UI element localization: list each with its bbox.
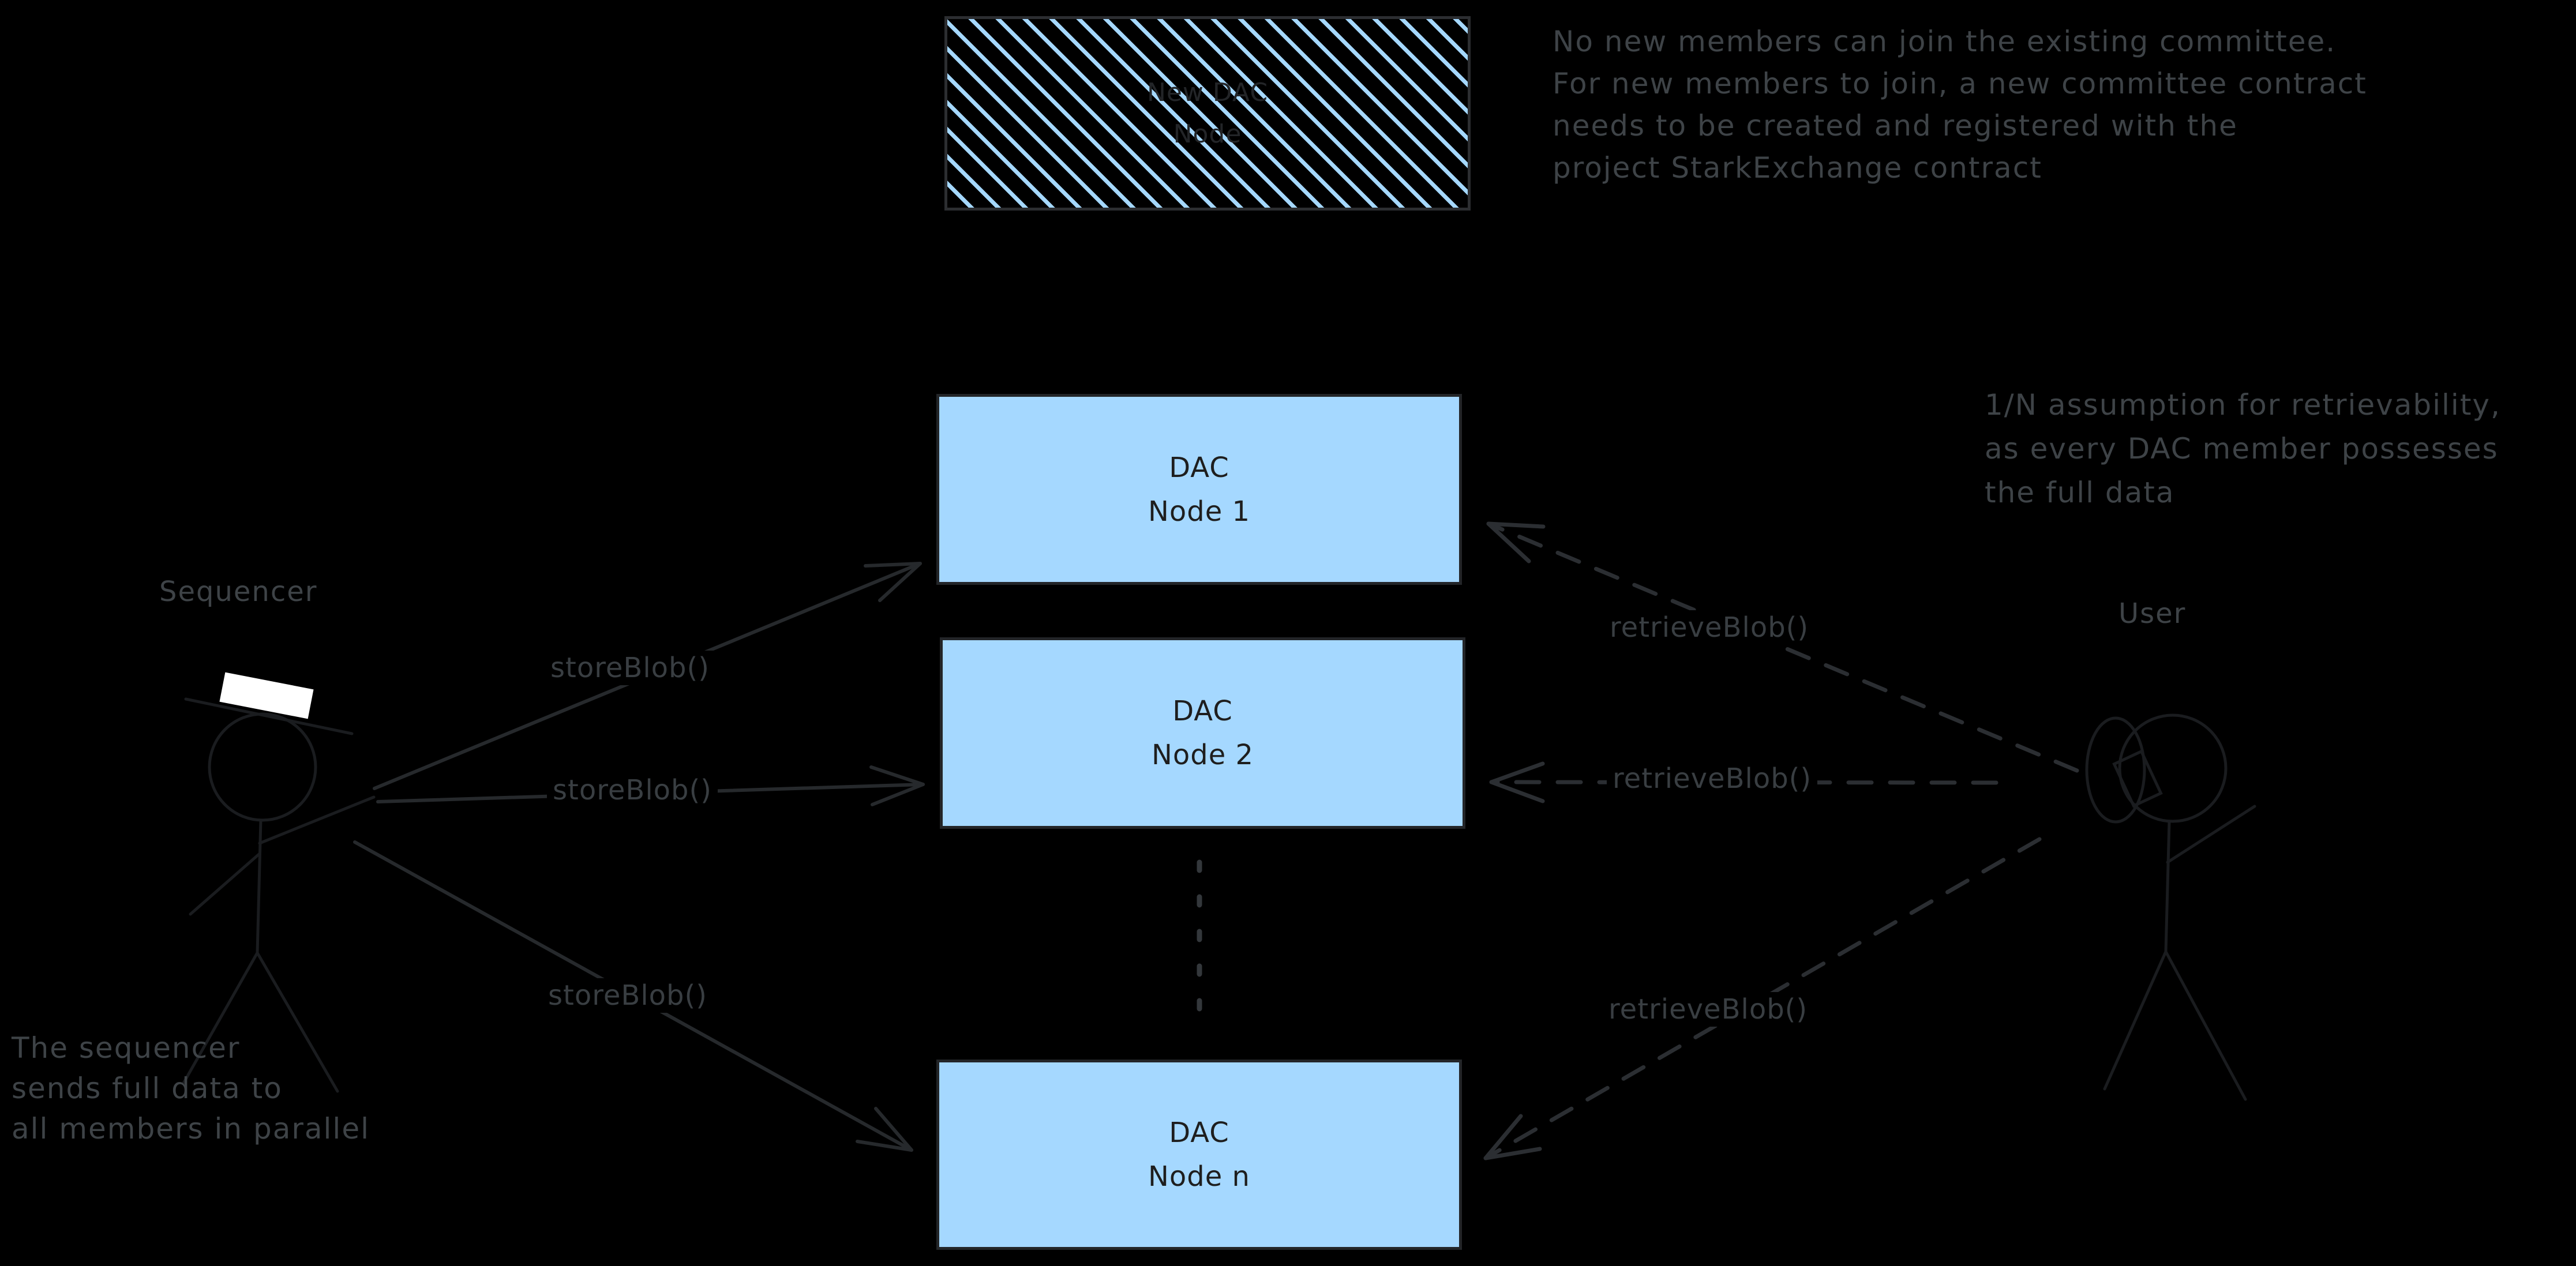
sequencer-label: Sequencer (159, 576, 318, 608)
dac-node-n-box: DAC Node n (936, 1060, 1462, 1250)
retrievability-note: 1/N assumption for retrievability, as ev… (1985, 383, 2501, 514)
retrievability-note-line2: as every DAC member possesses (1985, 432, 2499, 465)
storeblob-label-1: storeBlob() (545, 651, 715, 685)
dac-node-2-box: DAC Node 2 (940, 637, 1465, 829)
dac-node-n-label-line1: DAC (1169, 1117, 1229, 1149)
sequencer-figure (182, 672, 376, 1093)
retrieveblob-arrow-1 (1486, 521, 2079, 773)
sequencer-note: The sequencer sends full data to all mem… (12, 1028, 370, 1149)
committee-note-line1: No new members can join the existing com… (1553, 25, 2337, 58)
dac-node-2-label-line2: Node 2 (1151, 739, 1254, 771)
dac-node-2-label-line1: DAC (1172, 695, 1233, 727)
dac-node-1-box: DAC Node 1 (936, 394, 1462, 585)
committee-note-line3: needs to be created and registered with … (1553, 109, 2238, 142)
sequencer-note-line2: sends full data to (12, 1072, 283, 1105)
sequencer-hat-icon (219, 672, 314, 719)
dac-node-1-label-line2: Node 1 (1148, 495, 1251, 528)
retrievability-note-line3: the full data (1985, 476, 2175, 509)
sequencer-note-line1: The sequencer (12, 1031, 241, 1065)
retrieveblob-label-1: retrieveBlob() (1604, 610, 1815, 645)
committee-note-line4: project StarkExchange contract (1553, 151, 2042, 185)
retrieveblob-label-3: retrieveBlob() (1603, 992, 1814, 1027)
retrieveblob-label-2: retrieveBlob() (1607, 761, 1818, 796)
new-dac-node-label-line1: New DAC (1146, 77, 1269, 107)
dac-node-1-label-line1: DAC (1169, 451, 1229, 484)
storeblob-label-2: storeBlob() (547, 773, 718, 807)
dac-node-n-label-line2: Node n (1148, 1160, 1250, 1193)
committee-note-line2: For new members to join, a new committee… (1553, 67, 2367, 100)
user-label: User (2118, 598, 2187, 630)
new-dac-node-label-line2: Node (1173, 119, 1242, 149)
new-dac-node-box: New DAC Node (944, 16, 1471, 211)
user-figure (2085, 713, 2256, 1101)
retrievability-note-line1: 1/N assumption for retrievability, (1985, 388, 2501, 422)
committee-note: No new members can join the existing com… (1553, 21, 2367, 189)
sequencer-note-line3: all members in parallel (12, 1112, 370, 1145)
retrieveblob-arrow-3 (1483, 837, 2042, 1160)
storeblob-label-3: storeBlob() (542, 978, 713, 1013)
